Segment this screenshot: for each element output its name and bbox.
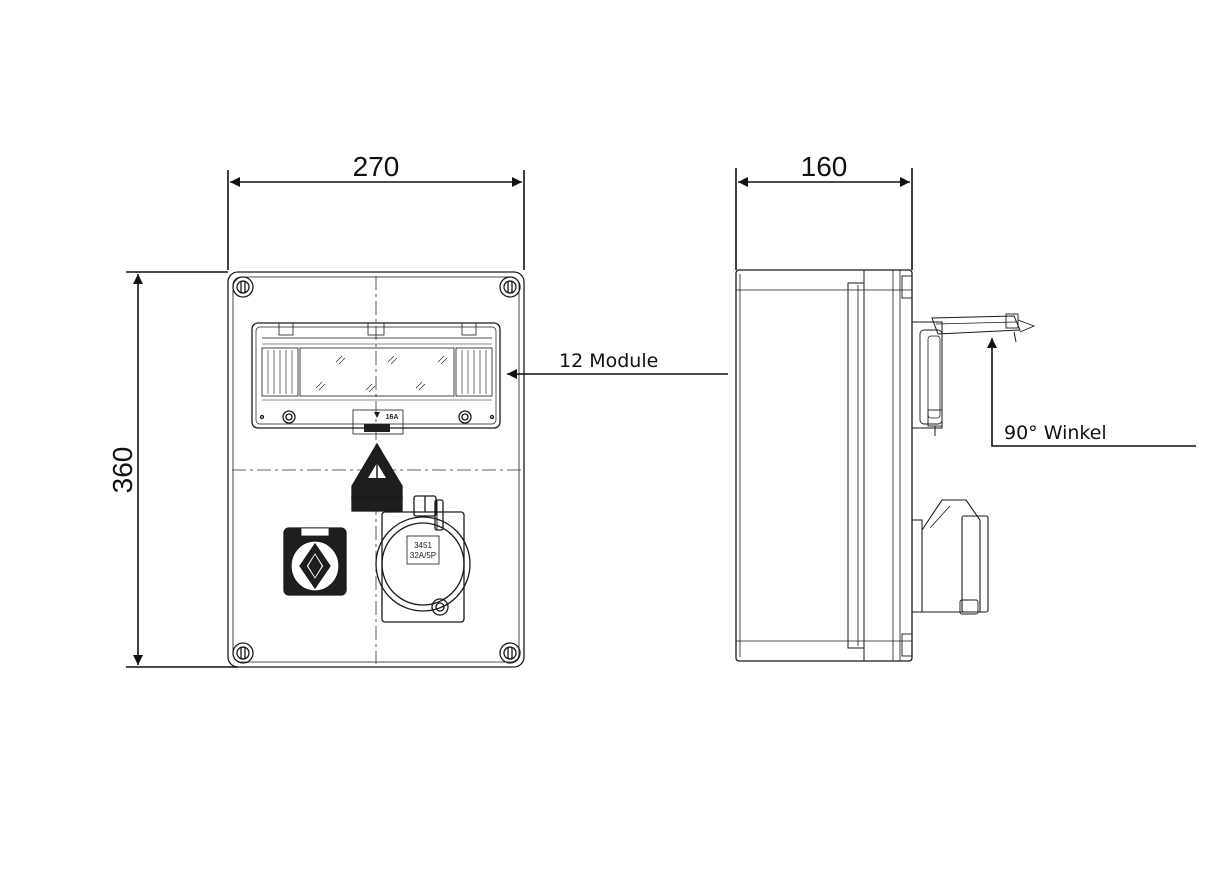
side-view [735,269,1036,662]
socket-side-profile [911,499,989,615]
angle-callout: 90° Winkel [1004,422,1107,444]
module-window-flap [911,313,1036,436]
front-enclosure-outline [227,271,525,668]
breaker-label: 16A [386,414,399,421]
module-callout: 12 Module [559,350,658,372]
side-enclosure-body [735,269,913,662]
schuko-socket [283,527,347,596]
angle-leader-line [987,338,1196,447]
dim-270-value: 270 [353,151,400,182]
breaker-label-box [352,409,404,435]
cee-32a-socket [375,495,471,623]
socket-label-line1: 3451 [414,541,432,550]
corner-screws [232,276,521,664]
dim-160-value: 160 [801,151,848,182]
socket-label-line2: 32A/5P [410,551,436,560]
dimension-lines [126,168,1196,668]
front-view [227,271,525,668]
dim-360-value: 360 [107,447,138,494]
cee-red-socket [351,442,403,512]
